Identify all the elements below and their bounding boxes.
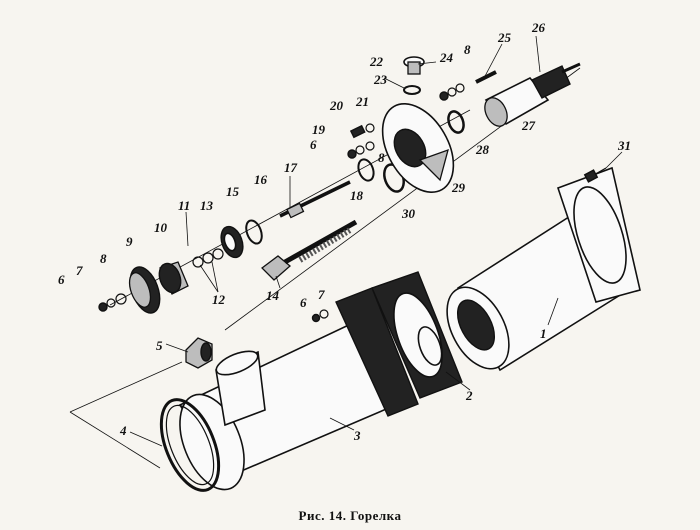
callout-7a: 7 (76, 263, 83, 278)
callout-25: 25 (497, 30, 512, 45)
callout-6c: 6 (310, 137, 317, 152)
parts-6-7-washers-housing (311, 309, 329, 323)
figure-caption: Рис. 14. Горелка (298, 508, 402, 523)
callout-16: 16 (254, 172, 268, 187)
parts-24-8-25 (439, 70, 497, 101)
callout-13: 13 (200, 198, 214, 213)
callout-22: 22 (369, 54, 384, 69)
callout-15: 15 (226, 184, 240, 199)
callout-1: 1 (540, 326, 547, 341)
callout-labels: 1 2 3 4 5 6 6 6 7 7 8 8 8 9 10 11 12 13 … (58, 20, 631, 443)
part-17-rod (279, 180, 351, 219)
callout-6b: 6 (300, 295, 307, 310)
upper-fastener-group (347, 123, 375, 159)
callout-17: 17 (284, 160, 298, 175)
parts-26-27-valve (484, 62, 581, 127)
callout-26: 26 (531, 20, 546, 35)
callout-21: 21 (355, 94, 369, 109)
callout-30: 30 (401, 206, 416, 221)
part-14-nozzle (261, 219, 358, 281)
callout-4: 4 (119, 423, 127, 438)
part-28-ring (447, 110, 465, 134)
callout-27: 27 (521, 118, 536, 133)
part-2-flange (371, 271, 463, 399)
callout-6a: 6 (58, 272, 65, 287)
callout-8c: 8 (464, 42, 471, 57)
callout-12: 12 (212, 292, 226, 307)
callout-24: 24 (439, 50, 454, 65)
callout-8b: 8 (378, 150, 385, 165)
callout-20: 20 (329, 98, 344, 113)
callout-31: 31 (617, 138, 631, 153)
callout-10: 10 (154, 220, 168, 235)
leader-lines (129, 35, 623, 447)
parts-22-23-plug (403, 56, 425, 95)
callout-19: 19 (312, 122, 326, 137)
part-29-body (381, 103, 455, 193)
callout-29: 29 (451, 180, 466, 195)
middle-washer-group (192, 219, 263, 268)
callout-3: 3 (353, 428, 361, 443)
part-4-ring (159, 398, 221, 492)
left-fastener-group (98, 261, 189, 314)
callout-9: 9 (126, 234, 133, 249)
part-5-nut (185, 337, 213, 369)
callout-28: 28 (475, 142, 490, 157)
callout-8a: 8 (100, 251, 107, 266)
callout-11: 11 (178, 198, 190, 213)
callout-7b: 7 (318, 287, 325, 302)
callout-14: 14 (266, 288, 280, 303)
part-31-screw (583, 167, 607, 183)
callout-2: 2 (465, 388, 473, 403)
callout-18: 18 (350, 188, 364, 203)
callout-23: 23 (373, 72, 388, 87)
callout-5: 5 (156, 338, 163, 353)
part-3-housing (178, 287, 419, 491)
part-1-inner-tube (446, 166, 641, 372)
